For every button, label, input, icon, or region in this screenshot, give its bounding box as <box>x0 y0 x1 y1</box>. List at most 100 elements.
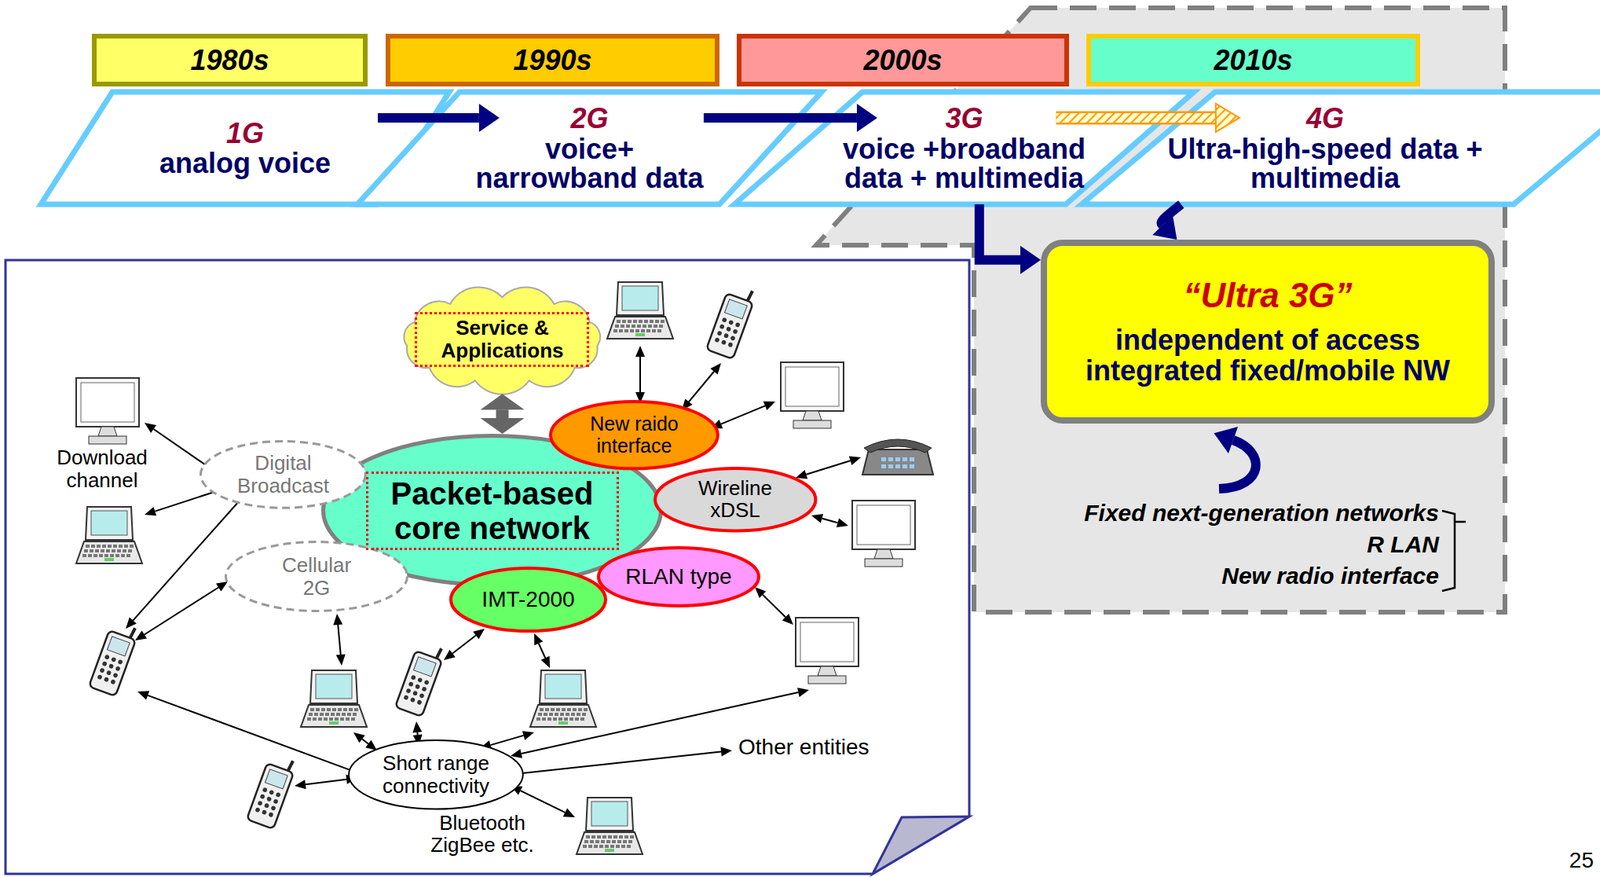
phone-key <box>721 339 727 345</box>
laptop-key <box>106 549 110 553</box>
laptop-key <box>82 553 87 557</box>
note-label: Fixed next-generation networks <box>1083 499 1439 526</box>
phone-key <box>719 323 725 330</box>
note-label: R LAN <box>1366 530 1439 557</box>
laptop-key <box>602 834 607 839</box>
laptop-key <box>554 712 559 716</box>
monitor-icon <box>852 500 916 567</box>
laptop-icon <box>300 670 367 727</box>
phone-body <box>246 762 294 829</box>
laptop-key <box>596 834 601 839</box>
laptop-key <box>588 844 593 848</box>
laptop-key <box>314 712 319 716</box>
monitor-base <box>793 420 832 429</box>
laptop-key <box>354 707 359 711</box>
phone-key <box>732 328 739 334</box>
laptop-key <box>571 712 575 716</box>
generation-band: 4GUltra-high-speed data + multimedia <box>1081 91 1600 205</box>
laptop-key <box>336 712 341 716</box>
phone-body <box>395 650 443 717</box>
laptop-key <box>655 319 660 323</box>
node-title: 1G <box>226 117 264 150</box>
note-label: New radio interface <box>1221 562 1439 589</box>
laptop-key <box>589 839 594 843</box>
laptop-key <box>321 707 326 711</box>
phone-key <box>723 333 729 339</box>
laptop-key <box>334 717 339 721</box>
laptop-key <box>124 544 129 548</box>
laptop-key <box>100 549 105 553</box>
phone-key <box>713 336 720 343</box>
monitor-stand <box>802 410 822 421</box>
phone-key <box>254 806 260 813</box>
phone-key <box>725 325 732 332</box>
laptop-key <box>545 707 550 711</box>
phone-key <box>261 809 268 815</box>
phone-key <box>110 656 117 663</box>
node-title: Service & Applications <box>414 311 590 367</box>
node-title: Cellular 2G <box>271 553 363 599</box>
laptop-base <box>607 316 674 339</box>
laptop-key <box>352 712 357 716</box>
laptop-key <box>607 834 612 839</box>
box-outline <box>1043 242 1492 421</box>
phone-key <box>417 677 423 683</box>
laptop-key <box>629 329 634 333</box>
laptop-key <box>591 834 596 839</box>
laptop-key <box>657 329 662 333</box>
access-ellipse: Wireline xDSL <box>653 466 817 533</box>
link-line <box>762 594 786 617</box>
laptop-key <box>640 329 645 333</box>
phone-key <box>406 688 412 694</box>
phone-icon <box>706 282 758 359</box>
ellipse-outline <box>348 739 524 810</box>
laptop-key <box>635 329 640 333</box>
laptop-key <box>113 544 118 548</box>
laptop-screen <box>91 510 128 535</box>
node-title: IMT-2000 <box>481 587 575 612</box>
note-label: Download channel <box>47 446 158 491</box>
laptop-key <box>550 707 555 711</box>
link-line <box>688 371 714 402</box>
laptop-key <box>585 834 590 839</box>
monitor-icon <box>76 377 140 444</box>
laptop-key <box>638 319 643 323</box>
laptop-lid <box>616 281 664 315</box>
laptop-base <box>530 704 597 727</box>
phone-key <box>717 330 723 337</box>
monitor-stand <box>817 666 837 676</box>
link-line <box>132 500 240 621</box>
laptop-key <box>578 707 583 711</box>
box-outline <box>1088 36 1418 85</box>
laptop-key <box>624 329 629 333</box>
link-line <box>514 751 722 774</box>
phone-key <box>414 683 421 689</box>
phone-key <box>421 685 428 692</box>
laptop-key <box>626 844 631 848</box>
box-outline <box>94 36 366 85</box>
laptop-key <box>347 712 352 716</box>
telephone-key <box>909 457 915 462</box>
laptop-key <box>91 544 96 548</box>
phone-key <box>96 673 103 680</box>
laptop-screen <box>545 673 582 699</box>
phone-key <box>408 681 414 687</box>
decade-box: 1980s <box>91 33 368 87</box>
laptop-key <box>572 707 577 711</box>
monitor-base <box>88 435 127 444</box>
laptop-base <box>576 831 643 854</box>
telephone-key <box>888 464 894 469</box>
laptop-key <box>345 717 350 721</box>
node-text: Bluetooth ZigBee etc. <box>427 811 538 857</box>
link-line <box>721 405 766 424</box>
laptop-key <box>653 324 658 328</box>
laptop-key <box>648 324 652 328</box>
link-line <box>452 635 476 654</box>
laptop-key <box>611 839 616 843</box>
laptop-key <box>102 544 107 548</box>
phone-key <box>263 802 270 809</box>
phone-key <box>108 662 114 669</box>
link-line <box>805 460 850 475</box>
monitor-screen <box>800 622 854 662</box>
laptop-key <box>549 712 553 716</box>
